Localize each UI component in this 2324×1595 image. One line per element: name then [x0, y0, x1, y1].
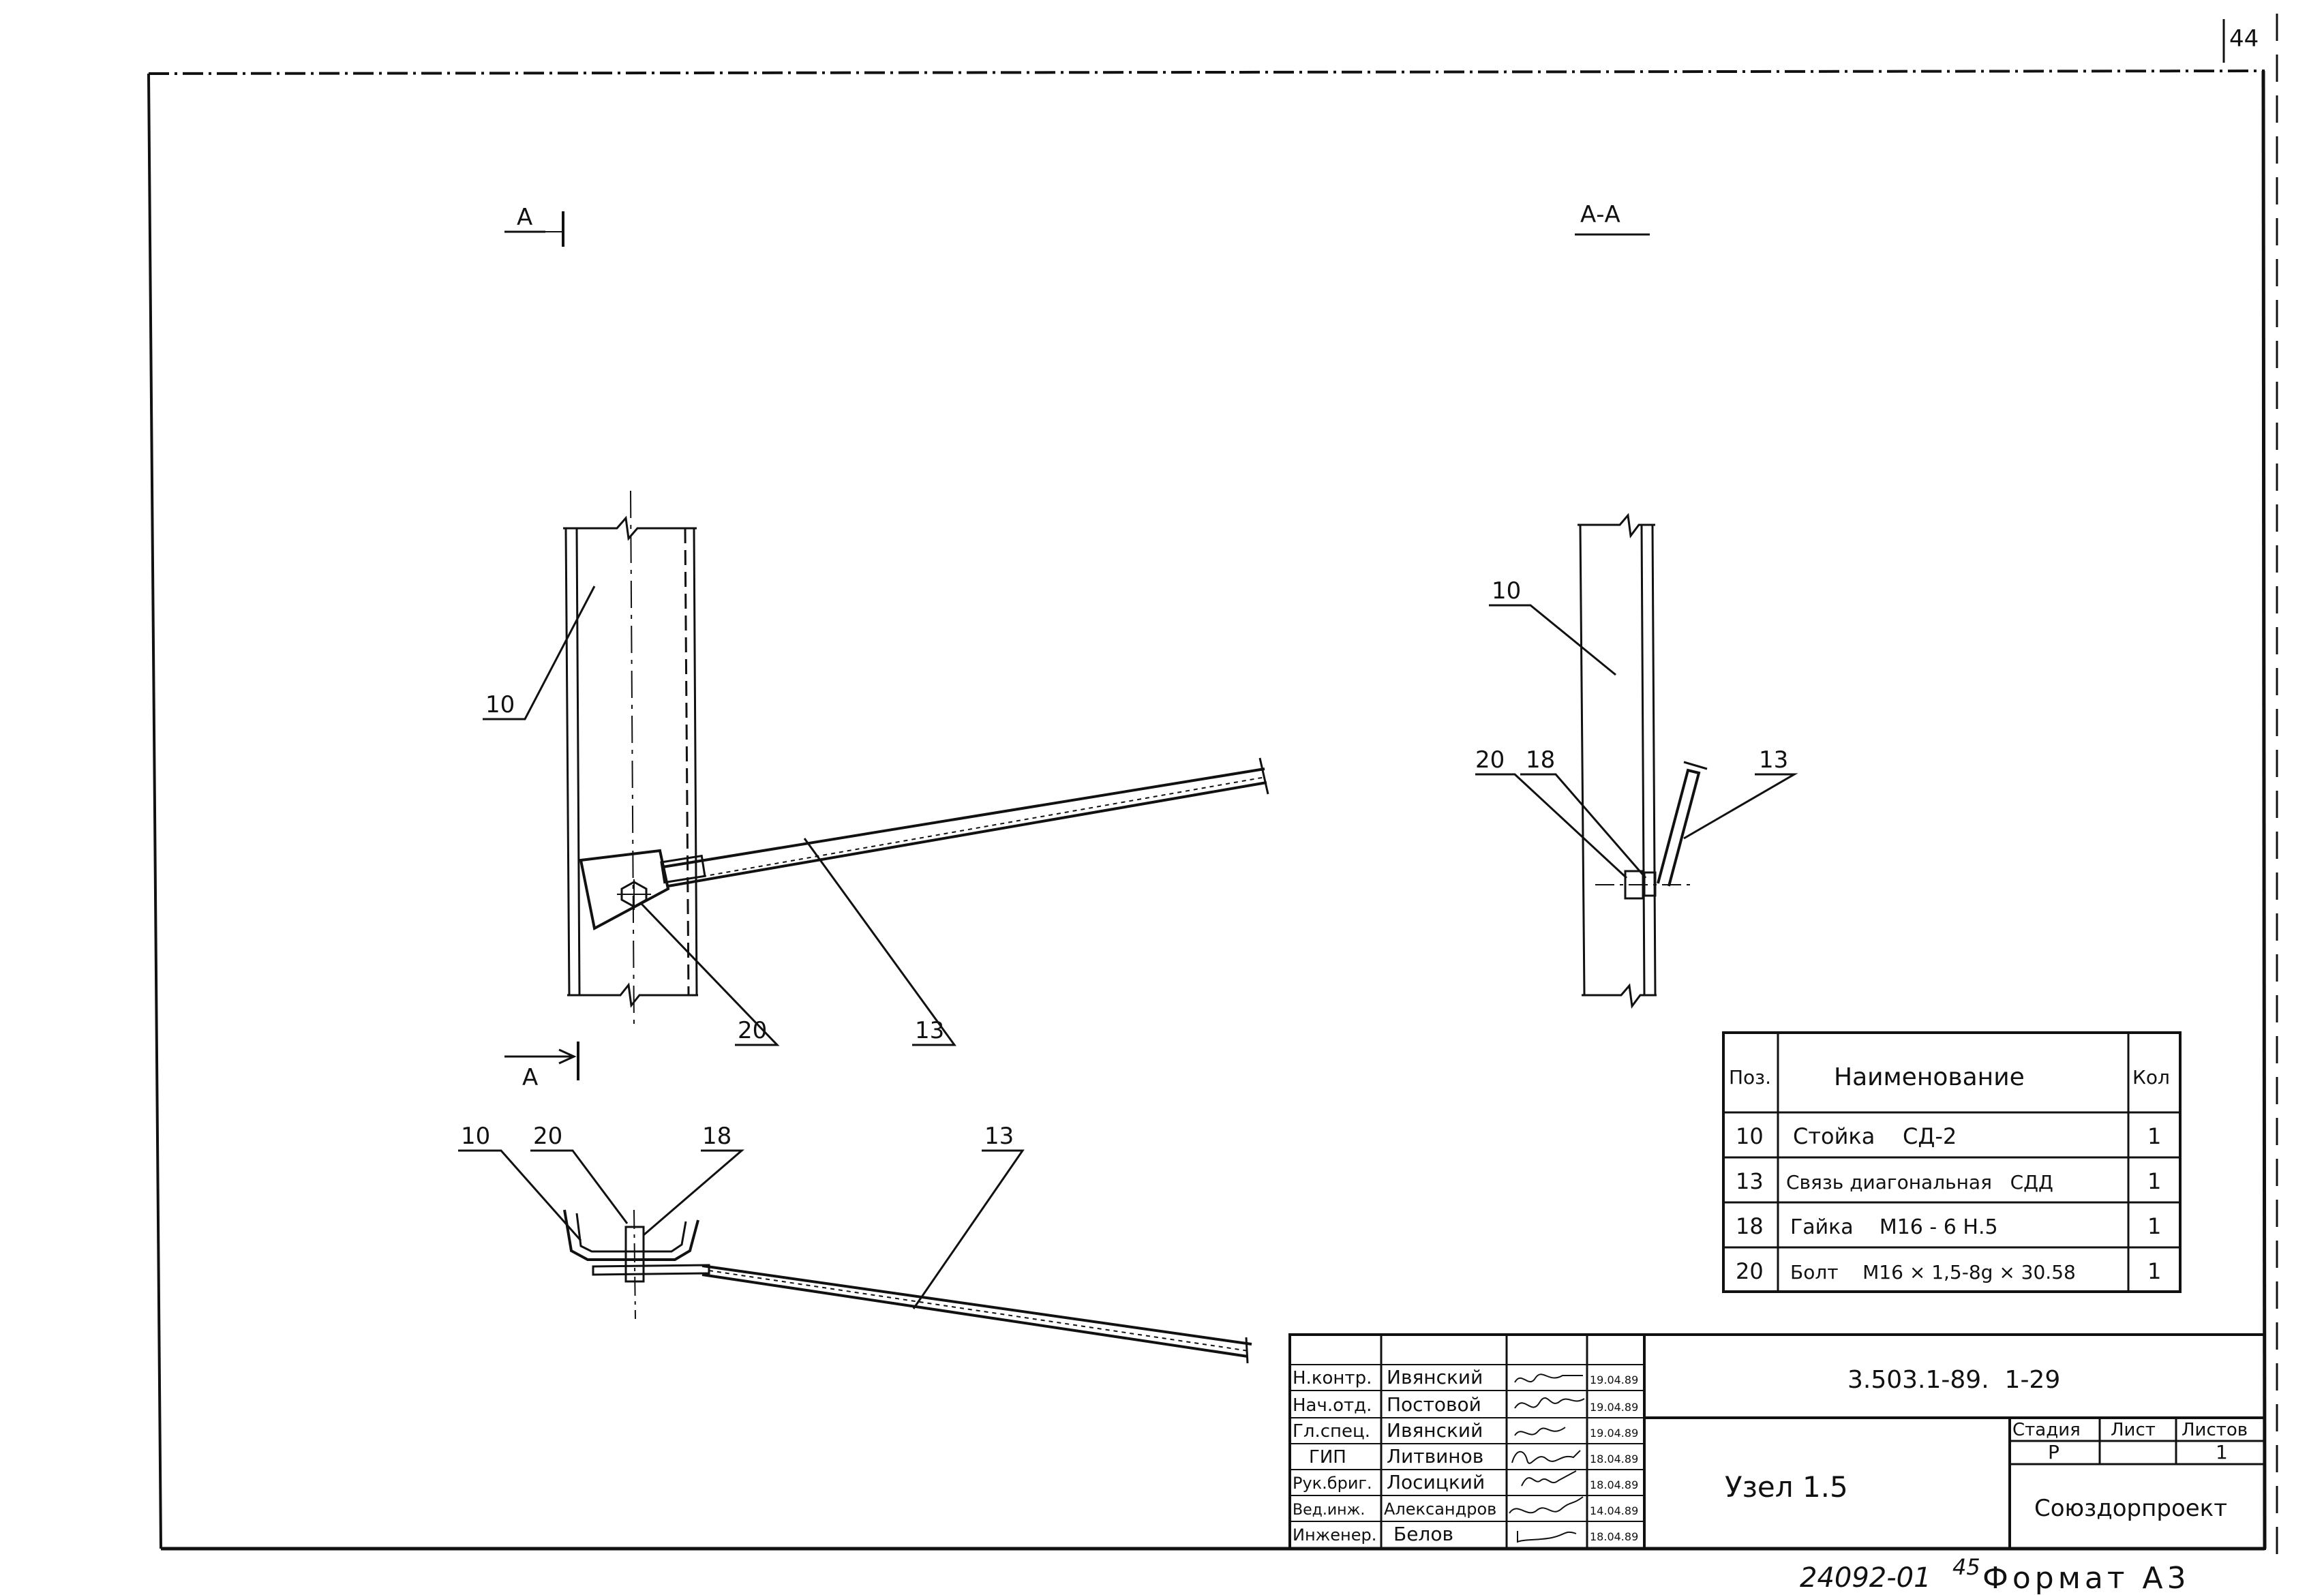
organization-name: Союздорпроект: [2034, 1495, 2227, 1522]
plan-view-post: [563, 1209, 710, 1320]
front-view-gusset-plate: [579, 849, 706, 931]
callout-section-18: 18: [1526, 746, 1555, 774]
callout-front-20: 20: [738, 1017, 767, 1044]
signature-row: ГИП Литвинов 18.04.89: [1309, 1445, 1638, 1468]
sheet-frame: [147, 14, 2278, 1554]
signature-role: Нач.отд.: [1293, 1395, 1372, 1416]
inventory-number: 24092-01: [1800, 1562, 1931, 1594]
callout-plan-20: 20: [533, 1123, 562, 1150]
section-title: А-А: [1580, 201, 1620, 228]
handwritten-signature: [1509, 1496, 1584, 1514]
handwritten-signature: [1511, 1450, 1581, 1464]
section-view-leaders: [1475, 604, 1798, 879]
callout-section-10: 10: [1492, 577, 1521, 605]
signature-date: 19.04.89: [1590, 1401, 1638, 1414]
callout-section-20: 20: [1475, 746, 1505, 774]
page-number: 45: [1952, 1554, 1980, 1580]
spec-row-qty: 1: [2147, 1213, 2161, 1239]
signature-row: Гл.спец. Ивянский 19.04.89: [1293, 1419, 1638, 1442]
section-letter-top: А: [517, 204, 532, 231]
front-view-leaders: [483, 586, 956, 1046]
stage-header: Стадия: [2012, 1420, 2081, 1440]
spec-row-qty: 1: [2147, 1168, 2161, 1194]
callout-plan-13: 13: [984, 1123, 1014, 1150]
front-view-diagonal-brace: [662, 757, 1269, 887]
spec-row-qty: 1: [2147, 1258, 2161, 1284]
signature-name: Александров: [1384, 1500, 1496, 1519]
spec-row-pos: 10: [1736, 1123, 1764, 1149]
signature-row: Вед.инж. Александров 14.04.89: [1293, 1496, 1638, 1519]
sheets-header: Листов: [2182, 1420, 2248, 1440]
signature-row: Н.контр. Ивянский 19.04.89: [1293, 1366, 1638, 1388]
signature-name: Ивянский: [1387, 1419, 1483, 1442]
signature-name: Постовой: [1387, 1393, 1481, 1416]
signature-role: Н.контр.: [1293, 1368, 1372, 1388]
signature-date: 19.04.89: [1590, 1427, 1638, 1440]
callout-plan-10: 10: [461, 1123, 490, 1150]
signature-name: Литвинов: [1387, 1445, 1483, 1468]
signature-date: 18.04.89: [1590, 1478, 1638, 1491]
callout-front-13: 13: [915, 1017, 944, 1044]
section-marker-bottom: [504, 1042, 579, 1080]
signature-date: 14.04.89: [1590, 1504, 1638, 1517]
handwritten-signature: [1514, 1427, 1566, 1436]
signature-name: Лосицкий: [1387, 1471, 1485, 1493]
signature-role: Гл.спец.: [1293, 1421, 1370, 1442]
spec-table: [1722, 1031, 2182, 1293]
signature-row: Нач.отд. Постовой 19.04.89: [1293, 1393, 1638, 1416]
signature-name: Белов: [1393, 1523, 1453, 1545]
signature-role: ГИП: [1309, 1447, 1346, 1468]
stage-value: Р: [2048, 1441, 2059, 1463]
spec-row-name: Стойка СД-2: [1793, 1123, 1957, 1149]
signature-role: Инженер.: [1293, 1525, 1376, 1545]
handwritten-signature: [1521, 1470, 1577, 1487]
signature-row: Инженер. Белов 18.04.89: [1293, 1523, 1638, 1545]
spec-header-pos: Поз.: [1729, 1066, 1771, 1089]
front-view-post: [563, 490, 698, 1030]
signature-row: Рук.бриг. Лосицкий 18.04.89: [1293, 1470, 1638, 1493]
spec-row-name: Болт М16 × 1,5-8g × 30.58: [1790, 1261, 2076, 1283]
section-letter-bottom: А: [522, 1064, 538, 1091]
callout-section-13: 13: [1759, 746, 1788, 774]
paper-format: Формат А3: [1982, 1561, 2190, 1595]
sheets-value: 1: [2216, 1441, 2228, 1463]
spec-row-pos: 13: [1736, 1168, 1764, 1194]
signature-name: Ивянский: [1387, 1366, 1483, 1388]
spec-header-name: Наименование: [1834, 1063, 2025, 1091]
spec-row-pos: 20: [1736, 1258, 1764, 1284]
signature-role: Рук.бриг.: [1293, 1474, 1372, 1493]
handwritten-signature: [1514, 1397, 1585, 1409]
section-marker-top: [504, 211, 564, 247]
signature-role: Вед.инж.: [1293, 1502, 1365, 1519]
sheet-header: Лист: [2111, 1420, 2156, 1440]
plan-view-diagonal-brace: [701, 1264, 1252, 1364]
spec-row-qty: 1: [2147, 1123, 2161, 1149]
signature-date: 18.04.89: [1590, 1530, 1638, 1543]
spec-row-pos: 18: [1736, 1213, 1764, 1239]
spec-row-name: Гайка М16 - 6 Н.5: [1790, 1215, 1998, 1239]
signature-date: 19.04.89: [1590, 1373, 1638, 1386]
section-view-post: [1578, 513, 1708, 1009]
plan-view-leaders: [458, 1149, 1025, 1309]
title-block-frame: [1288, 1333, 2266, 1550]
signature-date: 18.04.89: [1590, 1453, 1638, 1465]
handwritten-signature: [1514, 1373, 1583, 1383]
drawing-title: Узел 1.5: [1725, 1470, 1848, 1504]
spec-header-qty: Кол: [2132, 1066, 2170, 1089]
sheet-corner-number: 44: [2229, 25, 2259, 52]
handwritten-signature: [1517, 1531, 1577, 1543]
callout-plan-18: 18: [702, 1123, 731, 1150]
spec-row-name: Связь диагональная СДД: [1786, 1171, 2053, 1194]
callout-front-10: 10: [485, 691, 515, 718]
document-code: 3.503.1-89. 1-29: [1847, 1366, 2060, 1394]
